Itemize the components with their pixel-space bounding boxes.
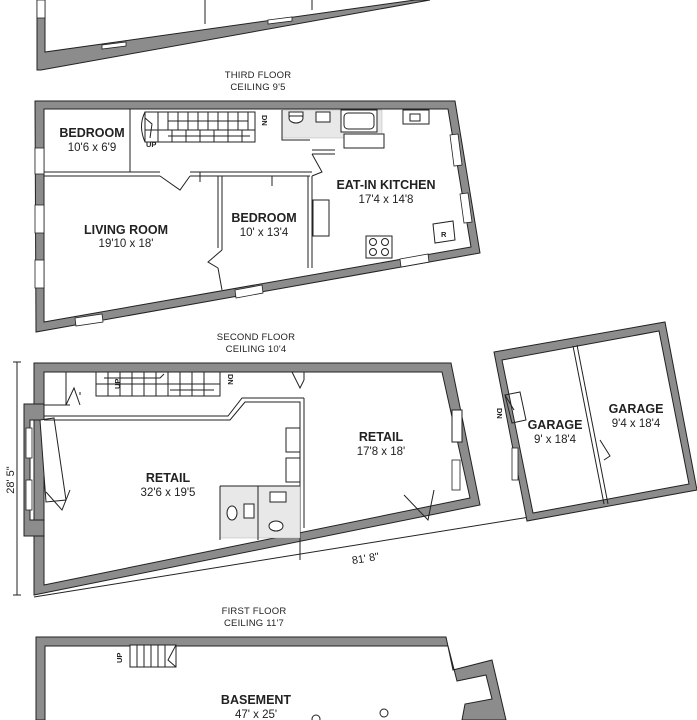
door (207, 249, 223, 269)
door (159, 175, 191, 191)
room-name: RETAIL (359, 430, 404, 444)
stair-down-label: DN (260, 115, 269, 126)
third-floor-ceiling: CEILING 9'5 (230, 82, 285, 93)
room-dimensions: 9' x 18'4 (534, 434, 577, 446)
refrigerator-icon (432, 220, 456, 244)
window (34, 259, 45, 289)
length-dimension-label: 81' 8" (351, 551, 380, 567)
third-floor-bath (281, 109, 385, 149)
stair-up-label: UP (146, 140, 156, 149)
sink-icon (315, 111, 331, 123)
room-name: LIVING ROOM (84, 223, 168, 237)
room-name: GARAGE (528, 418, 583, 432)
second-floor-outer-wall (33, 362, 481, 596)
room-name: BEDROOM (59, 126, 124, 140)
window (25, 427, 33, 459)
door (311, 153, 323, 177)
second-floor-baths (219, 427, 301, 540)
room-dimensions: 17'4 x 14'8 (359, 194, 414, 206)
room-dimensions: 19'10 x 18' (99, 238, 154, 250)
sink-icon (269, 491, 287, 503)
room-dimensions: 47' x 25' (235, 709, 277, 720)
third-floor: THIRD FLOOR CEILING 9'5 (34, 70, 481, 333)
garage-stair-down-label: DN (495, 408, 504, 419)
room-name: BEDROOM (231, 211, 296, 225)
third-floor-title: THIRD FLOOR (225, 70, 292, 81)
window (34, 147, 45, 175)
first-floor-title: FIRST FLOOR (222, 606, 287, 617)
room-name: BASEMENT (221, 693, 292, 707)
stair-down-label: DN (226, 374, 235, 385)
window (25, 479, 33, 511)
stair-up-label: UP (113, 379, 122, 389)
garage-outer-wall (493, 321, 697, 522)
range-icon (365, 235, 393, 259)
window (74, 313, 104, 327)
room-name: EAT-IN KITCHEN (336, 178, 435, 192)
second-floor: SECOND FLOOR CEILING 10'4 28' 5" 81' 8" … (5, 321, 697, 598)
stair-up-label: UP (115, 653, 124, 663)
counter (312, 199, 330, 237)
room-dimensions: 32'6 x 19'5 (141, 487, 196, 499)
counter (343, 133, 385, 149)
refrigerator-label: R (441, 230, 447, 239)
window (459, 192, 473, 224)
second-floor-ceiling: CEILING 10'4 (226, 344, 287, 355)
third-floor-stair: UP DN (141, 111, 269, 149)
room-dimensions: 17'8 x 18' (357, 446, 406, 458)
second-floor-title: SECOND FLOOR (217, 332, 295, 343)
toilet-icon (268, 520, 284, 532)
first-floor-outer-wall (35, 636, 507, 720)
room-name: RETAIL (146, 471, 191, 485)
width-dimension-label: 28' 5" (5, 466, 17, 494)
sink-icon (243, 503, 255, 519)
room-dimensions: 10' x 13'4 (240, 227, 289, 239)
second-floor-stair: UP DN (95, 371, 235, 397)
room-name: GARAGE (609, 402, 664, 416)
room-dimensions: 10'6 x 6'9 (68, 142, 117, 154)
first-floor: FIRST FLOOR CEILING 11'7 UP BASEMENT 47'… (35, 606, 507, 720)
room-dimensions: 9'4 x 18'4 (612, 418, 661, 430)
first-floor-stair: UP (115, 644, 177, 668)
window (234, 284, 264, 299)
window (34, 204, 45, 234)
first-floor-ceiling: CEILING 11'7 (224, 618, 284, 629)
top-floor-fragment (36, 0, 431, 71)
toilet-icon (226, 505, 238, 521)
window (399, 253, 430, 268)
window (449, 133, 463, 167)
